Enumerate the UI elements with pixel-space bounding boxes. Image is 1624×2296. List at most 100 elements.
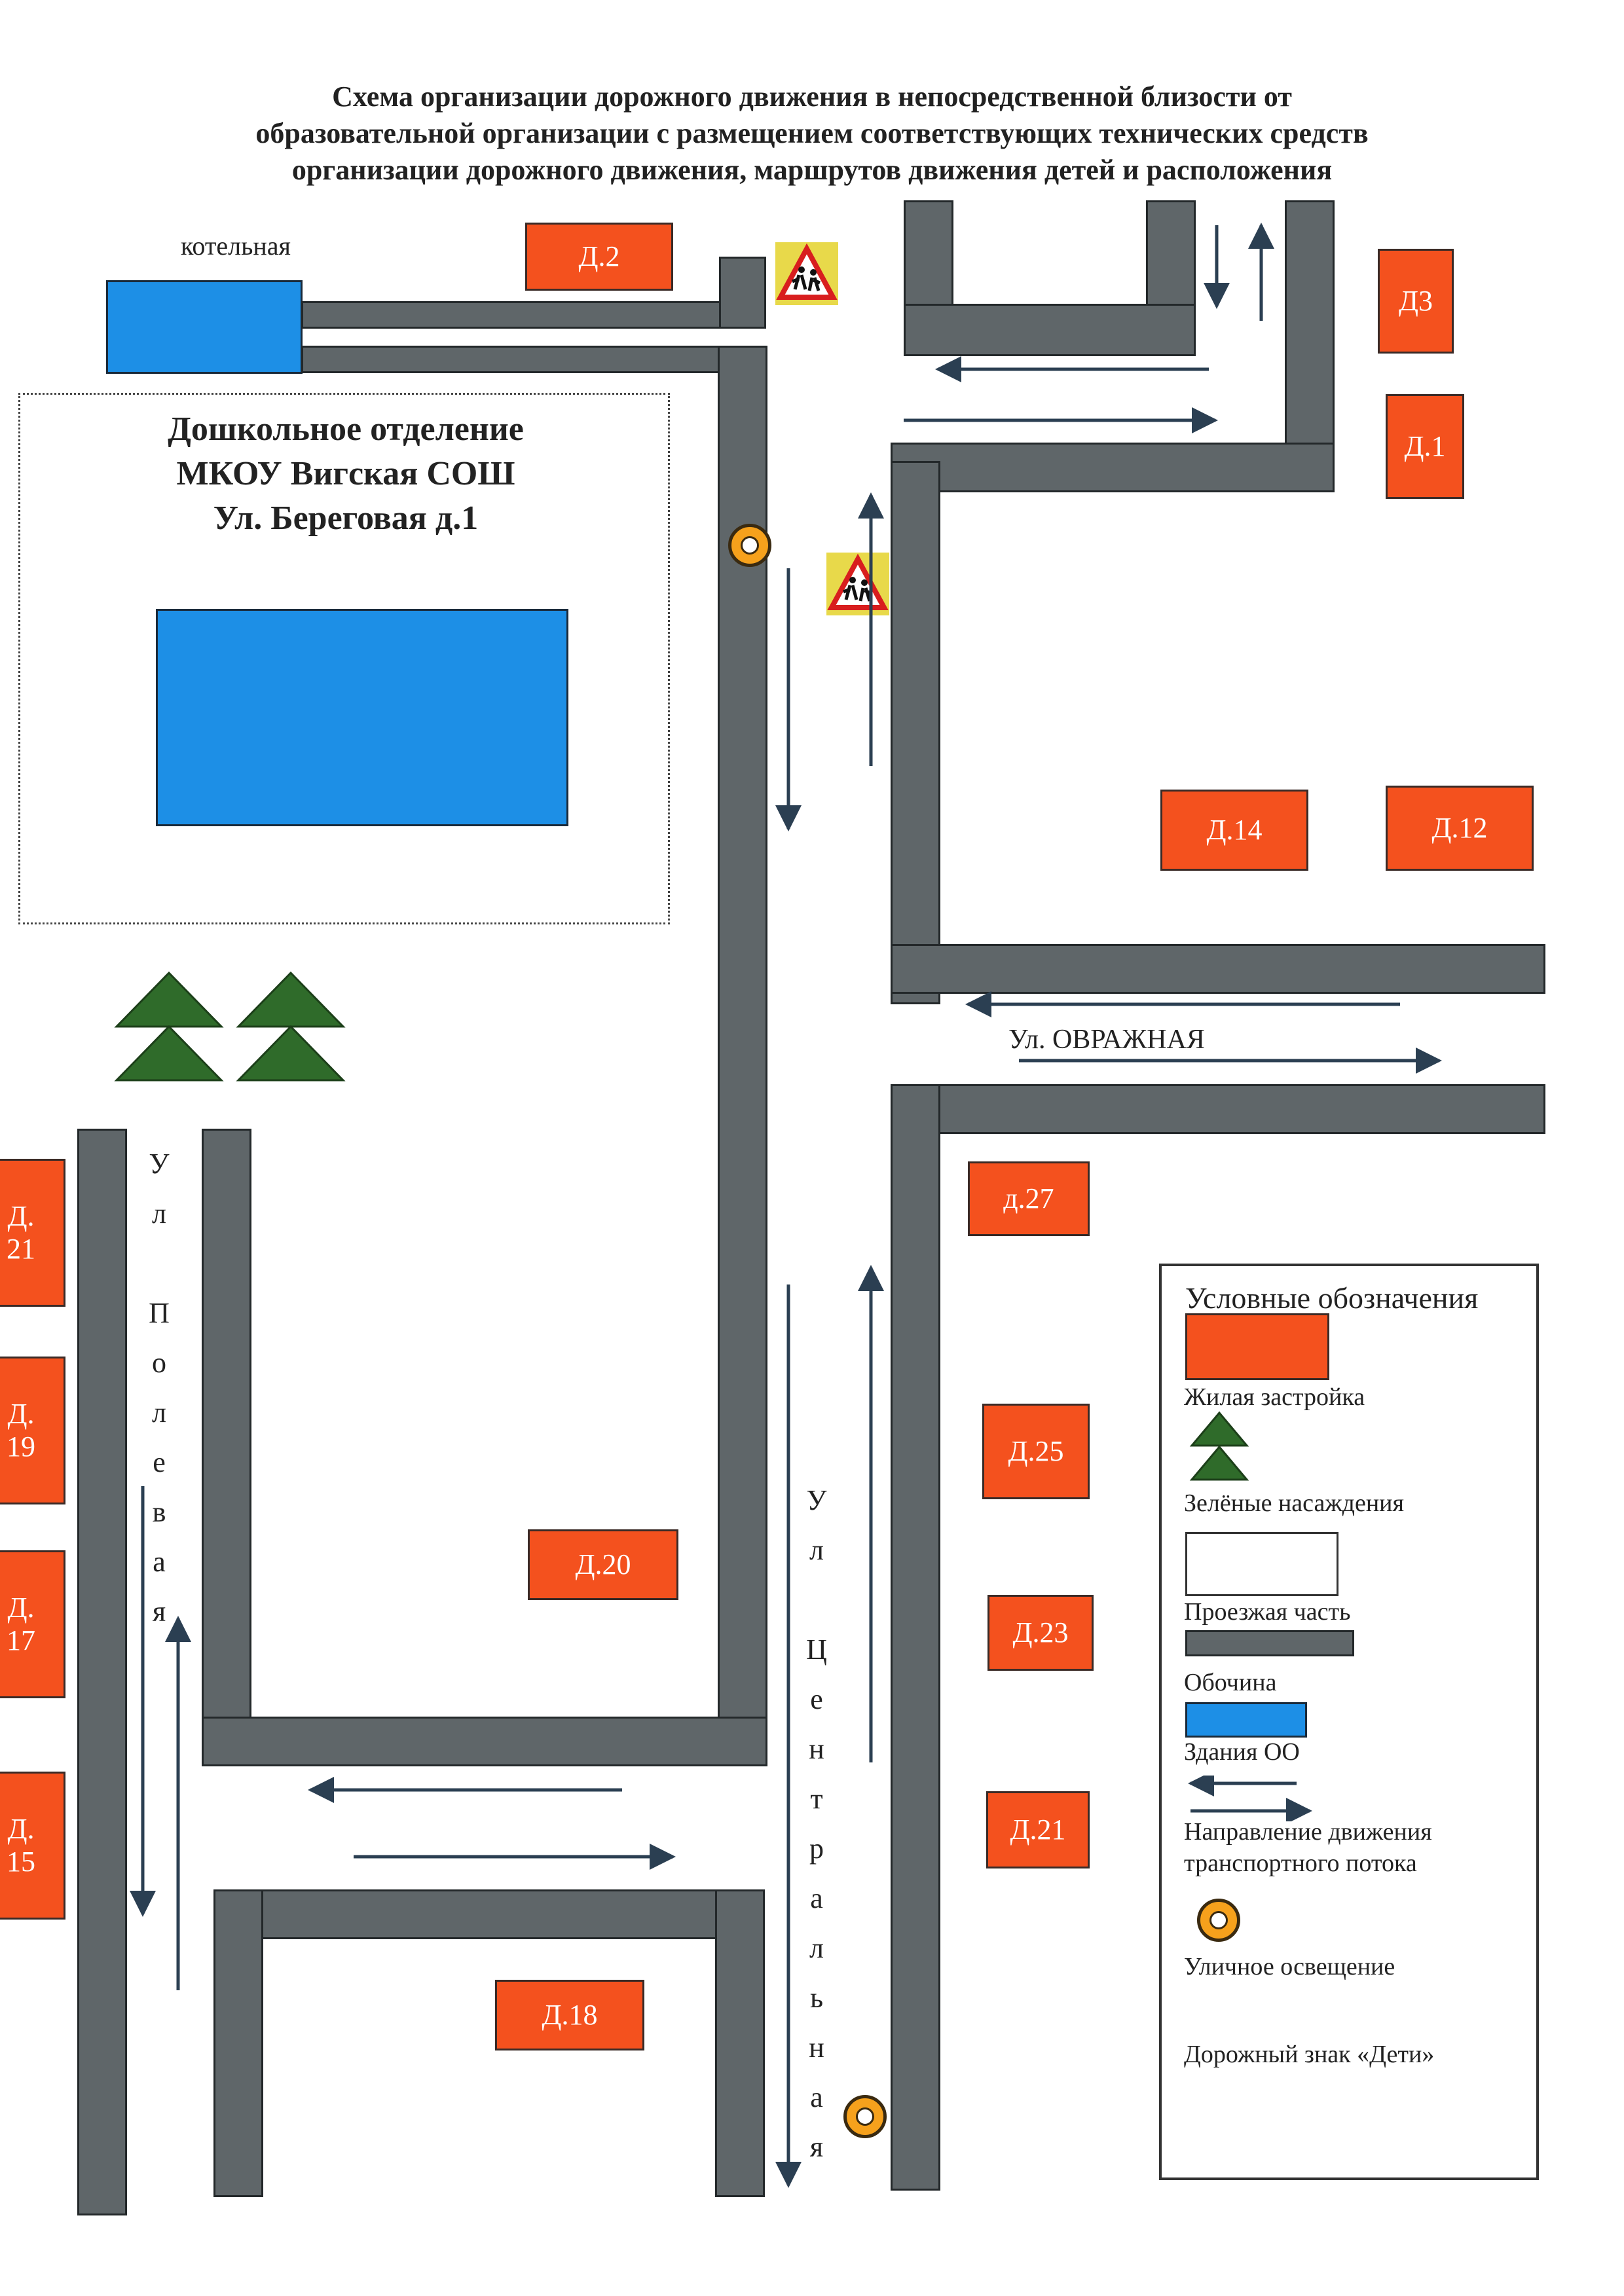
street-letter: л [152, 1396, 166, 1429]
school-name: Дошкольное отделение МКОУ Вигская СОШ Ул… [18, 407, 673, 541]
house-d2: Д.2 [525, 223, 673, 291]
road-south-horizontal [202, 1717, 767, 1766]
street-letter: в [152, 1496, 166, 1528]
legend-roadway-swatch [1185, 1532, 1338, 1596]
house-d20: Д.20 [528, 1529, 678, 1600]
children-warning-icon [776, 243, 838, 300]
tree-icon [114, 1025, 224, 1082]
tree-icon [114, 971, 224, 1028]
street-letter: о [152, 1347, 166, 1379]
house-d15: Д. 15 [0, 1772, 65, 1920]
school-name-line-2: МКОУ Вигская СОШ [176, 455, 515, 492]
house-d17-label: Д. 17 [7, 1592, 35, 1656]
road-south-u-right [715, 1889, 765, 2197]
street-letter: р [809, 1832, 824, 1865]
street-letter: т [810, 1783, 823, 1815]
legend-greenery-icon [1189, 1411, 1249, 1481]
street-letter: ь [809, 1982, 824, 2014]
street-letter: н [809, 2032, 824, 2064]
road-south-u-left [213, 1889, 263, 2197]
children-warning-icon [827, 553, 889, 610]
legend-sign-label: Дорожный знак «Дети» [1184, 2041, 1435, 2068]
street-letter: е [810, 1683, 823, 1715]
boiler-label: котельная [181, 231, 291, 261]
road-boiler-stub [719, 257, 766, 329]
title-line-2: образовательной организации с размещение… [255, 117, 1369, 149]
tree-icon [236, 971, 346, 1028]
house-d21-left: Д. 21 [0, 1159, 65, 1307]
street-letter: л [809, 1932, 824, 1964]
road-south-u-top [213, 1889, 765, 1939]
house-d1: Д.1 [1386, 394, 1464, 499]
tree-icon [236, 1025, 346, 1082]
house-d15-label: Д. 15 [7, 1813, 35, 1878]
house-d23: Д.23 [987, 1595, 1094, 1671]
legend-title: Условные обозначения [1185, 1281, 1479, 1315]
children-sign-east [826, 553, 889, 615]
street-lamp-south [843, 2095, 887, 2138]
children-sign-north [775, 242, 838, 305]
street-letter: а [810, 2081, 823, 2113]
street-letter: а [810, 1882, 823, 1914]
road-centralnaya-upper [718, 346, 767, 1766]
legend-direction-icon [1188, 1776, 1312, 1821]
house-d21-right: Д.21 [986, 1791, 1090, 1868]
street-letter: У [149, 1148, 170, 1180]
legend-housing-label: Жилая застройка [1184, 1383, 1365, 1411]
house-d25: Д.25 [982, 1404, 1090, 1499]
legend-school-swatch [1185, 1702, 1307, 1738]
house-d14: Д.14 [1160, 790, 1308, 871]
house-d19: Д. 19 [0, 1357, 65, 1504]
house-d18: Д.18 [495, 1980, 644, 2050]
street-letter: я [152, 1595, 166, 1628]
road-boiler-top [301, 301, 733, 329]
street-letter: У [806, 1484, 827, 1516]
legend-direction-label-1: Направление движения [1184, 1818, 1432, 1846]
legend-housing-swatch [1185, 1313, 1329, 1380]
legend-shoulder-label: Обочина [1184, 1669, 1277, 1696]
street-letter: я [809, 2131, 824, 2163]
house-d21-left-label: Д. 21 [7, 1200, 35, 1265]
title-line-1: Схема организации дорожного движения в н… [332, 81, 1292, 113]
legend-school-label: Здания ОО [1184, 1738, 1300, 1766]
road-ovrazhnaya-south [891, 1084, 1545, 1134]
street-letter [143, 1239, 175, 1288]
street-letter: Ц [806, 1633, 827, 1666]
legend-lamp-icon [1197, 1899, 1240, 1942]
legend-direction-label-2: транспортного потока [1184, 1850, 1417, 1877]
street-letter: л [809, 1534, 824, 1566]
boiler-building [106, 280, 303, 374]
map-title: Схема организации дорожного движения в н… [0, 79, 1624, 189]
street-letter: н [809, 1733, 824, 1765]
title-line-3: организации дорожного движения, маршруто… [291, 154, 1333, 186]
road-north-u-bottom [904, 304, 1196, 356]
legend-lighting-label: Уличное освещение [1184, 1953, 1395, 1980]
road-polevaya-west [77, 1129, 127, 2215]
legend: Условные обозначения Жилая застройка Зел… [1159, 1264, 1539, 2180]
school-building [156, 609, 568, 826]
road-boiler-bottom [301, 346, 766, 373]
street-letter [800, 1575, 833, 1625]
school-name-line-1: Дошкольное отделение [168, 410, 524, 448]
legend-shoulder-swatch [1185, 1630, 1354, 1656]
street-letter: е [153, 1446, 166, 1478]
street-letter: л [152, 1197, 166, 1230]
street-lamp-north [728, 524, 771, 567]
street-label-ovrazhnaya: Ул. ОВРАЖНАЯ [1008, 1025, 1205, 1055]
house-d3: Д3 [1378, 249, 1454, 354]
street-letter: а [153, 1546, 166, 1578]
road-ovrazhnaya-north [891, 944, 1545, 994]
road-inner-vertical [891, 461, 940, 1004]
house-d12: Д.12 [1386, 786, 1534, 871]
house-d27: д.27 [968, 1161, 1090, 1236]
road-polevaya-east [202, 1129, 251, 1738]
road-centralnaya-east [891, 1084, 940, 2191]
street-letter: П [149, 1297, 170, 1329]
road-north-horizontal [891, 443, 1335, 492]
legend-greenery-label: Зелёные насаждения [1184, 1489, 1404, 1517]
legend-roadway-label: Проезжая часть [1184, 1598, 1351, 1626]
school-address: Ул. Береговая д.1 [213, 500, 479, 537]
house-d17: Д. 17 [0, 1550, 65, 1698]
